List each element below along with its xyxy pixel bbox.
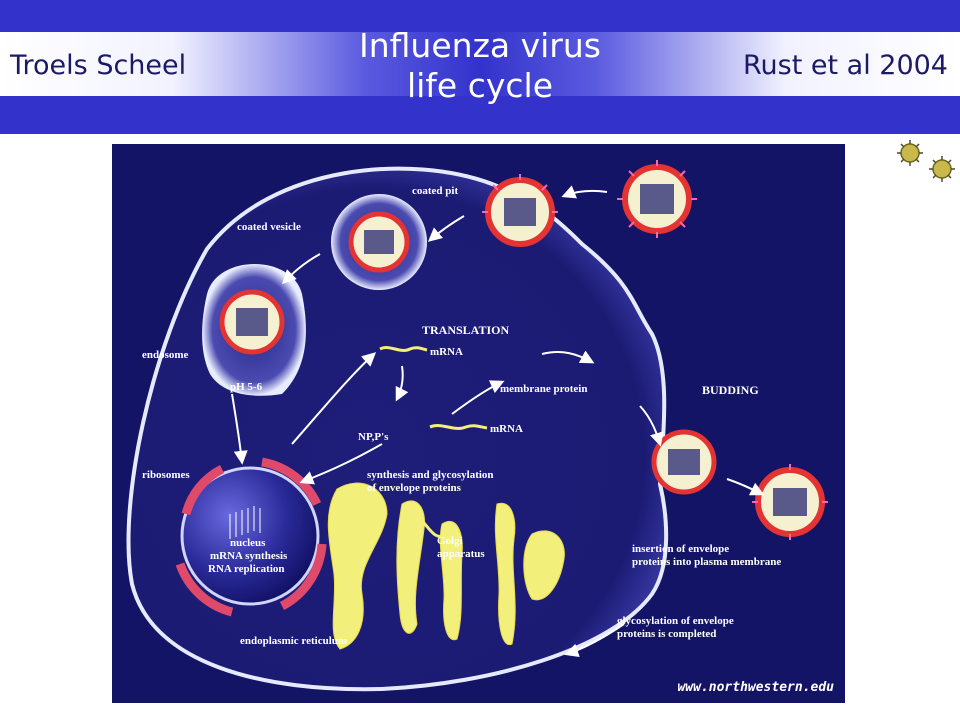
label-nucleus: nucleus xyxy=(230,537,266,549)
label-insertion-line1: insertion of envelope xyxy=(632,543,729,555)
label-golgi-line2: apparatus xyxy=(437,548,485,560)
virion-coated-pit xyxy=(482,174,558,247)
label-mrna-synthesis: mRNA synthesis xyxy=(210,550,288,562)
mrna-strands xyxy=(379,346,488,539)
label-rna-replication: RNA replication xyxy=(208,563,285,575)
label-glyco-line2: proteins is completed xyxy=(617,628,716,640)
label-ph: pH 5-6 xyxy=(230,381,263,393)
virion-coated-vesicle xyxy=(348,211,410,273)
label-np-ps: NP,P's xyxy=(358,431,389,443)
label-mrna-top: mRNA xyxy=(430,346,463,358)
slide-title-line2: life cycle xyxy=(406,66,554,105)
label-synthesis-line1: synthesis and glycosylation xyxy=(367,469,494,481)
header-gradient-band xyxy=(0,32,960,96)
virion-released xyxy=(752,464,828,540)
flow-arrows xyxy=(231,185,765,658)
reference-citation: Rust et al 2004 xyxy=(742,50,948,81)
virion-incoming xyxy=(617,160,697,238)
rough-er-ring xyxy=(175,457,327,617)
label-golgi-line1: Golgi xyxy=(437,535,463,547)
slide-title: Influenza virus life cycle xyxy=(330,26,630,106)
label-ribosomes: ribosomes xyxy=(142,469,190,481)
label-mrna-mid: mRNA xyxy=(490,423,523,435)
virion-budding xyxy=(651,429,717,495)
nucleus xyxy=(180,466,320,606)
life-cycle-diagram: coated pit coated vesicle endosome pH 5-… xyxy=(112,144,845,703)
virus-decoration xyxy=(897,140,955,182)
label-synthesis-line2: of envelope proteins xyxy=(367,482,462,494)
label-er: endoplasmic reticulum xyxy=(240,635,347,647)
virus-icon xyxy=(897,140,923,166)
label-coated-vesicle: coated vesicle xyxy=(237,221,301,233)
nucleus-rna-grid xyxy=(229,506,261,539)
virion-endosome xyxy=(219,289,285,355)
header-bar-bottom xyxy=(0,96,960,134)
label-coated-pit: coated pit xyxy=(412,185,458,197)
author-name: Troels Scheel xyxy=(10,50,187,81)
label-glyco-line1: glycosylation of envelope xyxy=(617,615,734,627)
virus-icon xyxy=(929,156,955,182)
golgi-apparatus xyxy=(327,482,565,650)
header-bar-top xyxy=(0,0,960,32)
label-translation: TRANSLATION xyxy=(422,323,509,337)
label-insertion-line2: proteins into plasma membrane xyxy=(632,556,781,568)
label-membrane-protein: membrane protein xyxy=(500,383,587,395)
label-budding: BUDDING xyxy=(702,383,759,397)
label-endosome: endosome xyxy=(142,349,189,361)
slide-title-line1: Influenza virus xyxy=(359,26,601,65)
watermark: www.northwestern.edu xyxy=(677,680,834,695)
